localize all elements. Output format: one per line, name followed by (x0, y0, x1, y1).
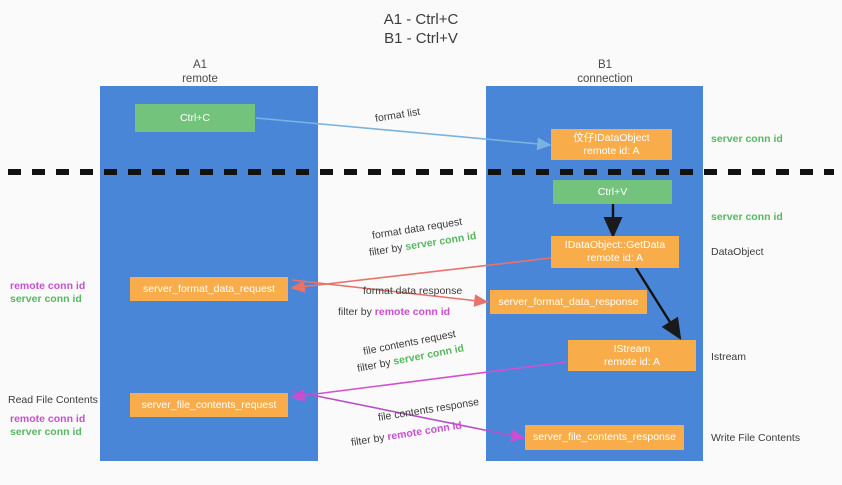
filter-value-remote-conn-id: remote conn id (374, 306, 451, 318)
box-server-file-contents-request[interactable]: server_file_contents_request (130, 393, 288, 417)
lane-header-a1-title: A1 (192, 59, 208, 71)
box-server-format-data-response[interactable]: server_format_data_response (490, 290, 647, 314)
annotation-group1-remote-conn-id: remote conn id (10, 279, 85, 293)
box-ctrl-c[interactable]: Ctrl+C (135, 104, 255, 132)
box-istream[interactable]: IStream remote id: A (568, 340, 696, 371)
edge-label-file-contents-response-filter: filter by remote conn id (350, 418, 463, 449)
annotation-group2-remote-conn-id: remote conn id (10, 412, 85, 426)
box-server-file-contents-response[interactable]: server_file_contents_response (525, 425, 684, 450)
box-idataobject[interactable]: 伩仔IDataObject remote id: A (551, 129, 672, 160)
annotation-dataobject: DataObject (711, 246, 764, 258)
annotation-istream: Istream (711, 351, 747, 363)
annotation-text: remote conn id (10, 413, 86, 425)
annotation-server-conn-id-second: server conn id (711, 210, 783, 224)
diagram-title: A1 - Ctrl+C B1 - Ctrl+V (0, 10, 842, 48)
box-server-file-contents-response-label: server_file_contents_response (532, 431, 676, 443)
filter-prefix: filter by (350, 431, 389, 449)
annotation-text: server conn id (711, 211, 783, 223)
annotation-server-conn-id-top: server conn id (711, 132, 783, 146)
annotation-text: server conn id (10, 293, 82, 305)
edge-label-format-data-response: format data response (363, 285, 463, 297)
filter-prefix: filter by (338, 306, 375, 318)
title-line-2: B1 - Ctrl+V (384, 30, 458, 47)
box-server-format-data-request-label: server_format_data_request (143, 282, 275, 295)
title-line-1: A1 - Ctrl+C (383, 11, 459, 28)
box-istream-remote-id: remote id: A (603, 355, 661, 368)
box-ctrl-c-label: Ctrl+C (179, 111, 211, 124)
filter-prefix: filter by (356, 355, 395, 375)
annotation-text: server conn id (711, 133, 783, 145)
edge-label-format-data-response-filter: filter by remote conn id (338, 305, 450, 319)
lane-header-b1-title: B1 (597, 59, 613, 71)
annotation-text: remote conn id (10, 280, 86, 292)
box-server-format-data-request[interactable]: server_format_data_request (130, 277, 288, 301)
box-server-format-data-response-label: server_format_data_response (498, 295, 639, 308)
annotation-write-file-contents: Write File Contents (711, 432, 801, 444)
box-ctrl-v-label: Ctrl+V (597, 185, 628, 198)
box-server-file-contents-request-label: server_file_contents_request (141, 398, 277, 411)
box-idataobject-getdata-label: IDataObject::GetData (564, 239, 666, 251)
box-ctrl-v[interactable]: Ctrl+V (553, 180, 672, 204)
box-idataobject-label: 伩仔IDataObject (573, 131, 650, 144)
lane-header-a1: A1 remote (140, 58, 260, 86)
box-idataobject-getdata-remote-id: remote id: A (586, 252, 644, 264)
annotation-group2-server-conn-id: server conn id (10, 425, 82, 439)
lane-header-b1-subtitle: connection (577, 73, 633, 85)
lane-header-a1-subtitle: remote (182, 73, 218, 85)
filter-value-remote-conn-id: remote conn id (386, 419, 463, 444)
edge-label-format-list: format list (374, 105, 421, 125)
filter-prefix: filter by (368, 241, 407, 259)
box-idataobject-getdata[interactable]: IDataObject::GetData remote id: A (551, 236, 679, 268)
annotation-group1-server-conn-id: server conn id (10, 292, 82, 306)
annotation-read-file-contents: Read File Contents (8, 394, 98, 406)
lane-header-b1: B1 connection (535, 58, 675, 86)
box-istream-label: IStream (613, 342, 651, 355)
annotation-text: server conn id (10, 426, 82, 438)
box-idataobject-remote-id: remote id: A (583, 144, 640, 157)
edge-label-file-contents-response: file contents response (377, 396, 480, 424)
